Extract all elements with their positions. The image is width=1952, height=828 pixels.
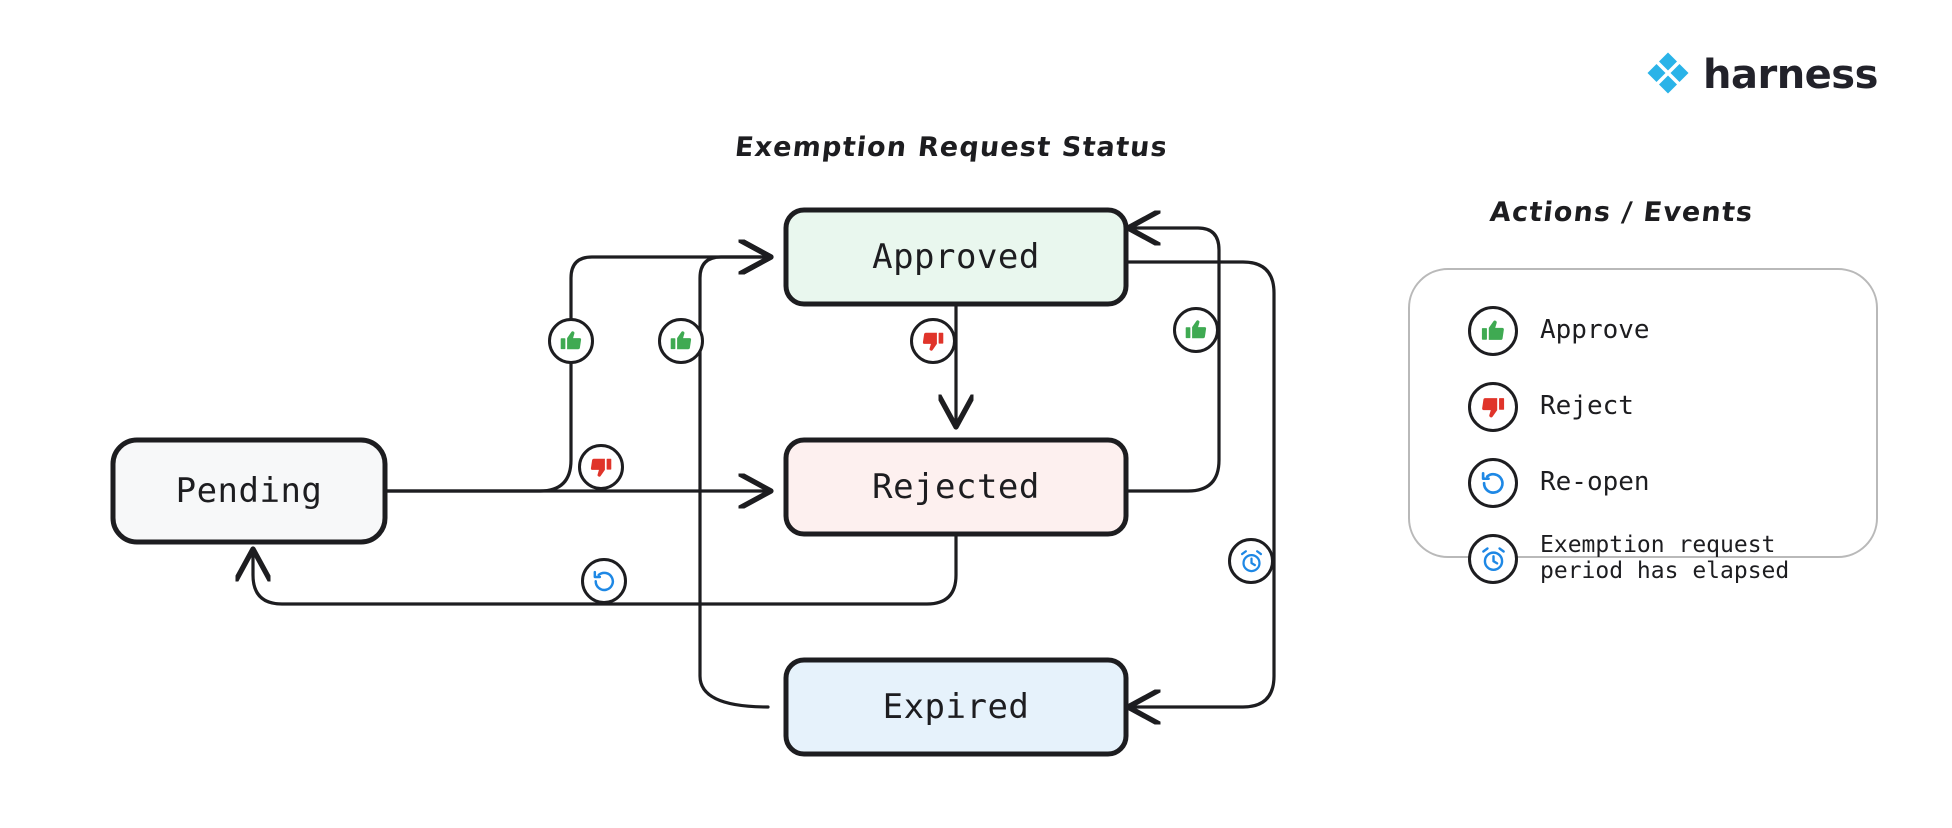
thumbs-down-icon — [1468, 382, 1518, 432]
reopen-icon — [1468, 458, 1518, 508]
edge-approved-to-expired — [1124, 260, 1276, 707]
thumbs-up-icon — [1183, 317, 1209, 343]
state-label-rejected: Rejected — [872, 467, 1040, 507]
edge-pending-to-approved — [383, 257, 768, 493]
thumbs-down-icon — [920, 328, 946, 354]
state-label-pending: Pending — [175, 471, 323, 511]
legend-item-elapsed: Exemption request period has elapsed — [1468, 528, 1888, 590]
harness-diamond-logo-icon — [1645, 50, 1691, 100]
harness-wordmark: harness — [1703, 52, 1878, 98]
thumbs-up-icon — [1468, 306, 1518, 356]
legend-label-approve: Approve — [1540, 315, 1650, 346]
alarm-clock-icon — [1468, 534, 1518, 584]
state-node-expired — [783, 657, 1129, 757]
edge-rejected-to-pending — [253, 532, 958, 606]
legend-label-elapsed: Exemption request period has elapsed — [1540, 532, 1790, 584]
alarm-clock-icon — [1238, 548, 1265, 575]
legend-label-reject: Reject — [1540, 391, 1634, 422]
legend-title: Actions / Events — [1488, 197, 1755, 228]
thumbs-up-icon — [668, 328, 694, 354]
edge-badge-approved-reject — [910, 318, 956, 364]
edge-badge-rejected-reopen — [581, 558, 627, 604]
edge-badge-rejected-approve — [1173, 307, 1219, 353]
legend-item-reject: Reject — [1468, 376, 1888, 438]
edge-badge-pending-approve — [548, 318, 594, 364]
thumbs-down-icon — [588, 454, 614, 480]
state-machine-graph — [110, 207, 1276, 757]
legend-item-approve: Approve — [1468, 300, 1888, 362]
legend-label-reopen: Re-open — [1540, 467, 1650, 498]
edge-badge-expired-approve — [658, 318, 704, 364]
harness-logo: harness — [1645, 50, 1878, 100]
legend-item-reopen: Re-open — [1468, 452, 1888, 514]
reopen-icon — [591, 568, 618, 595]
thumbs-up-icon — [558, 328, 584, 354]
state-label-expired: Expired — [882, 687, 1030, 727]
state-node-approved — [783, 207, 1129, 307]
edge-badge-pending-reject — [578, 444, 624, 490]
state-node-rejected — [783, 437, 1129, 537]
edge-badge-approved-elapsed — [1228, 538, 1274, 584]
state-label-approved: Approved — [872, 237, 1040, 277]
edge-rejected-to-approved — [1124, 228, 1221, 493]
legend-list: Approve Reject Re-open — [1468, 300, 1888, 590]
edge-expired-to-approved — [698, 257, 768, 709]
state-node-pending — [110, 437, 388, 545]
